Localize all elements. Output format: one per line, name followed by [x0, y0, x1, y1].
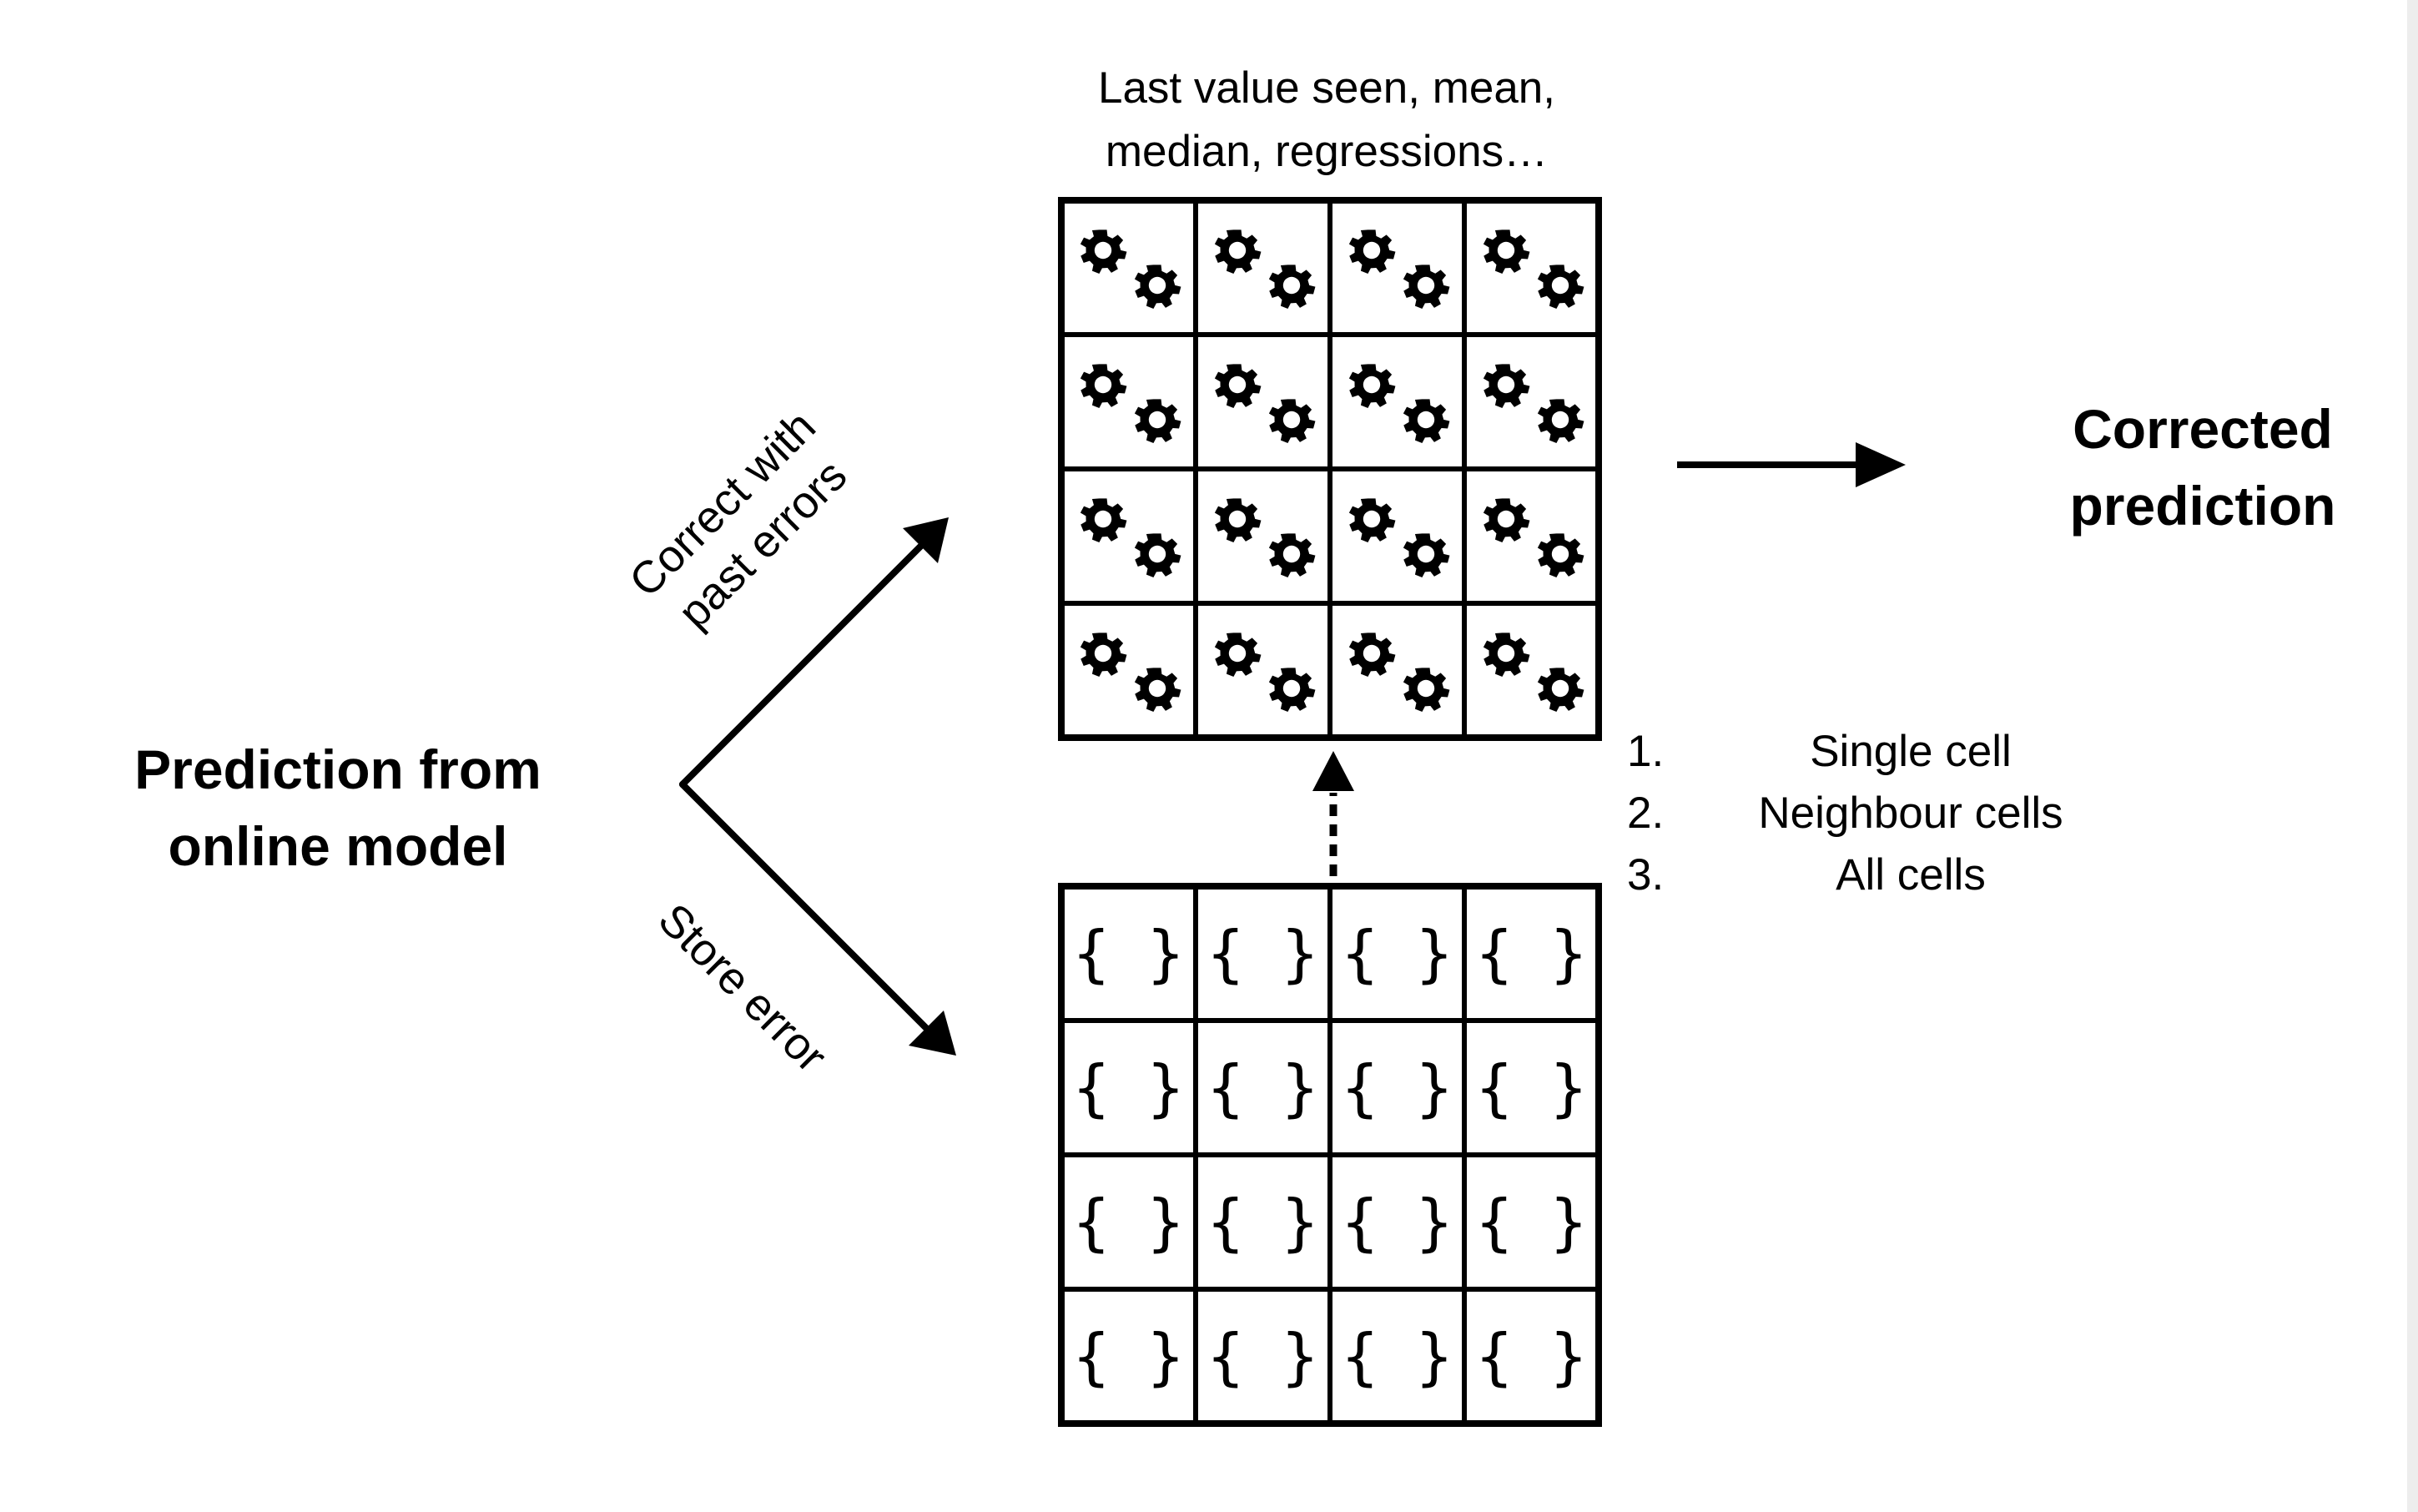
gears-icon: [1348, 498, 1450, 577]
strategy-item-3: 3. All cells: [1627, 849, 2161, 911]
gears-icon: [1080, 229, 1181, 309]
error-cell: { }: [1476, 1053, 1588, 1125]
gears-icon: [1483, 633, 1584, 712]
error-cell-symbol: { }: [1476, 1322, 1588, 1394]
gears-icon: [1483, 364, 1584, 443]
error-cell-symbol: { }: [1342, 1187, 1453, 1259]
correction-grid: [1058, 197, 1602, 741]
methods-caption-line1: Last value seen, mean,: [1097, 63, 1555, 113]
correction-cell: [1080, 498, 1181, 577]
input-label-line1: Prediction from: [134, 738, 542, 800]
correction-cell: [1080, 229, 1181, 309]
error-cell: { }: [1342, 1053, 1453, 1125]
strategy-label: All cells: [1836, 850, 1986, 900]
error-cell: { }: [1073, 919, 1185, 990]
error-cell-symbol: { }: [1342, 1322, 1453, 1394]
correction-cell: [1214, 633, 1316, 712]
error-cell-symbol: { }: [1207, 1322, 1319, 1394]
strategy-label: Neighbour cells: [1758, 789, 2063, 838]
store-arrow: [679, 781, 956, 1056]
correction-cell: [1483, 229, 1584, 309]
correction-cell: [1080, 633, 1181, 712]
error-cell-symbol: { }: [1073, 1322, 1185, 1394]
correction-cell: [1080, 364, 1181, 443]
correction-cell: [1348, 633, 1450, 712]
error-cell-symbol: { }: [1207, 1053, 1319, 1125]
error-cell-symbol: { }: [1073, 919, 1185, 990]
correction-cell: [1214, 229, 1316, 309]
error-cell: { }: [1342, 1322, 1453, 1394]
error-cell-symbol: { }: [1476, 1187, 1588, 1259]
error-cell: { }: [1476, 1187, 1588, 1259]
correction-cell: [1348, 498, 1450, 577]
correction-cell: [1483, 364, 1584, 443]
strategy-label: Single cell: [1810, 727, 2012, 776]
output-arrow: [1677, 442, 1906, 487]
strategy-number: 3.: [1627, 850, 1665, 900]
methods-caption-line2: median, regressions…: [1105, 127, 1549, 176]
output-label-line1: Corrected: [2073, 398, 2333, 460]
methods-caption: Last value seen, mean, median, regressio…: [1001, 57, 1652, 184]
gears-icon: [1483, 229, 1584, 309]
gears-icon: [1348, 633, 1450, 712]
gears-icon: [1348, 364, 1450, 443]
error-cell: { }: [1476, 919, 1588, 990]
strategy-item-2: 2. Neighbour cells: [1627, 788, 2161, 849]
gears-icon: [1080, 633, 1181, 712]
gears-icon: [1214, 633, 1316, 712]
error-cell: { }: [1342, 1187, 1453, 1259]
error-cell: { }: [1073, 1053, 1185, 1125]
strategy-number: 1.: [1627, 727, 1665, 776]
input-label: Prediction from online model: [67, 731, 609, 885]
error-cell-symbol: { }: [1207, 1187, 1319, 1259]
error-cell: { }: [1207, 1187, 1319, 1259]
correction-cell: [1348, 229, 1450, 309]
error-cell: { }: [1207, 1053, 1319, 1125]
input-label-line2: online model: [168, 815, 508, 877]
error-cell-symbol: { }: [1342, 1053, 1453, 1125]
gears-icon: [1348, 229, 1450, 309]
error-cell: { }: [1476, 1322, 1588, 1394]
gears-icon: [1080, 498, 1181, 577]
error-store-grid: { } { } { } { } { } { } { } { } { } { } { } { } { } {…: [1058, 883, 1602, 1427]
gears-icon: [1214, 229, 1316, 309]
error-cell: { }: [1073, 1187, 1185, 1259]
correction-cell: [1483, 633, 1584, 712]
strategy-number: 2.: [1627, 789, 1665, 838]
output-label-line2: prediction: [2069, 475, 2336, 537]
page-edge-strip: [2407, 0, 2418, 1512]
error-cell: { }: [1073, 1322, 1185, 1394]
error-cell: { }: [1207, 1322, 1319, 1394]
error-cell-symbol: { }: [1476, 1053, 1588, 1125]
error-cell-symbol: { }: [1476, 919, 1588, 990]
correction-cell: [1348, 364, 1450, 443]
gears-icon: [1214, 498, 1316, 577]
output-label: Corrected prediction: [2028, 391, 2378, 544]
error-cell-symbol: { }: [1342, 919, 1453, 990]
error-cell-symbol: { }: [1073, 1053, 1185, 1125]
gears-icon: [1080, 364, 1181, 443]
correction-cell: [1214, 364, 1316, 443]
gears-icon: [1483, 498, 1584, 577]
strategy-list: 1. Single cell 2. Neighbour cells 3. All…: [1627, 726, 2161, 911]
correction-cell: [1483, 498, 1584, 577]
correction-cell: [1214, 498, 1316, 577]
error-cell-symbol: { }: [1207, 919, 1319, 990]
error-feed-arrow: [1312, 751, 1354, 876]
gears-icon: [1214, 364, 1316, 443]
strategy-item-1: 1. Single cell: [1627, 726, 2161, 788]
correct-arrow: [679, 517, 949, 788]
error-cell: { }: [1207, 919, 1319, 990]
error-cell-symbol: { }: [1073, 1187, 1185, 1259]
error-cell: { }: [1342, 919, 1453, 990]
